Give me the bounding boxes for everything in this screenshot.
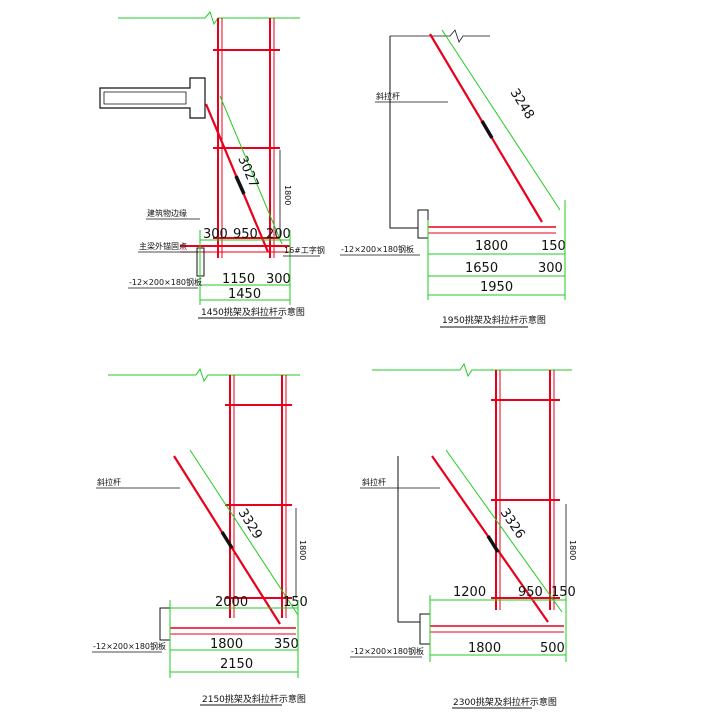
vert-dim-label: 1800	[568, 540, 577, 560]
diagonal-dim	[189, 449, 299, 616]
dim-150: 150	[541, 239, 566, 254]
dim-300: 300	[538, 261, 563, 276]
dim-1450: 1450	[228, 287, 261, 302]
dim-1950: 1950	[480, 280, 513, 295]
wall-outline	[389, 36, 418, 229]
dim-200: 200	[266, 227, 291, 242]
dim-950: 950	[233, 227, 258, 242]
dim-1800: 1800	[475, 239, 508, 254]
dim-1650: 1650	[465, 261, 498, 276]
floor-slab	[99, 77, 206, 119]
dim-950: 950	[518, 585, 543, 600]
label-rod: 斜拉杆	[376, 91, 400, 101]
steel-plate	[419, 613, 431, 645]
dim-150: 150	[283, 595, 308, 610]
label-plate: -12×200×180钢板	[351, 646, 424, 656]
caption: 1450挑架及斜拉杆示意图	[201, 306, 305, 318]
dim-1800: 1800	[210, 637, 243, 652]
floor-slab-inner	[103, 91, 187, 105]
turnbuckle	[220, 531, 234, 549]
label-rod: 斜拉杆	[97, 477, 121, 487]
label-rod: 斜拉杆	[362, 477, 386, 487]
caption: 1950挑架及斜拉杆示意图	[442, 314, 546, 326]
label-edge: 建筑物边缘	[147, 208, 187, 218]
break-line	[372, 362, 572, 378]
panel-2150: 3329 1800 斜拉杆 -12×200×180钢板 2000 150 180…	[92, 367, 308, 706]
turnbuckle	[480, 120, 494, 139]
turnbuckle	[234, 175, 246, 195]
steel-plate	[159, 607, 171, 641]
caption: 2300挑架及斜拉杆示意图	[453, 696, 557, 708]
diag-dim-label: 3326	[497, 506, 528, 542]
vert-dim-label: 1800	[283, 185, 292, 205]
steel-plate	[417, 209, 429, 239]
panel-1950: 3248 斜拉杆 -12×200×180钢板 1800 150 1650 300…	[340, 29, 566, 328]
dim-2000: 2000	[215, 595, 248, 610]
label-plate: -12×200×180钢板	[341, 244, 414, 254]
vert-dim-label: 1800	[298, 540, 307, 560]
diagonal-dim	[445, 449, 563, 613]
dim-300b: 300	[266, 272, 291, 287]
dim-500: 500	[540, 641, 565, 656]
label-plate: -12×200×180钢板	[129, 277, 202, 287]
dim-300: 300	[203, 227, 228, 242]
diagonal-dim	[441, 29, 561, 211]
diag-dim-label: 3248	[507, 86, 537, 122]
label-anchor: 主梁外锚固点	[139, 241, 187, 251]
caption: 2150挑架及斜拉杆示意图	[202, 693, 306, 705]
dim-1800: 1800	[468, 641, 501, 656]
diagonal-dim	[219, 95, 283, 245]
break-line	[390, 29, 490, 43]
break-line	[118, 10, 300, 26]
dim-2150: 2150	[220, 657, 253, 672]
break-line	[108, 367, 300, 383]
turnbuckle	[486, 535, 500, 553]
dim-1150: 1150	[222, 272, 255, 287]
label-plate: -12×200×180钢板	[93, 641, 166, 651]
panel-1450: 3027 1800 300 950 200 1150 300 1450 建筑物边…	[99, 10, 325, 319]
dim-150: 150	[551, 585, 576, 600]
dim-1200: 1200	[453, 585, 486, 600]
label-beam: 16#工字钢	[284, 245, 325, 255]
dim-350: 350	[274, 637, 299, 652]
panel-2300: 3326 1800 斜拉杆 -12×200×180钢板 1200 950 150…	[350, 362, 577, 709]
wall-outline	[397, 456, 420, 623]
